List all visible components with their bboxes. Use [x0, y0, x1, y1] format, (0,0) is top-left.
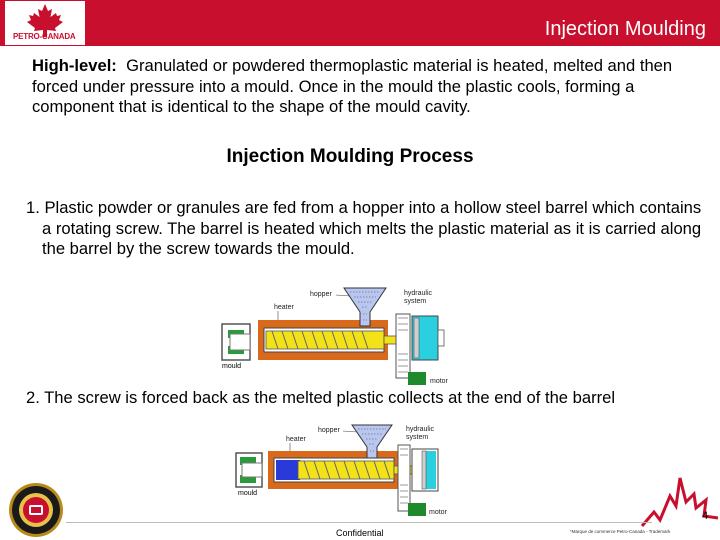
hydraulic-fluid [424, 451, 436, 489]
step-1-text: 1. Plastic powder or granules are fed fr… [26, 198, 702, 258]
injection-diagram-1: mould heater hopper hydraulic system mot… [221, 287, 449, 385]
maple-leaf-icon [27, 4, 63, 37]
hopper [351, 424, 393, 459]
motor [408, 503, 426, 516]
footer-divider [66, 522, 652, 523]
header-bar: PETRO-CANADA Injection Moulding [0, 0, 720, 46]
header-title: Injection Moulding [544, 18, 706, 40]
hydraulic-label-1: hydraulic [406, 426, 435, 433]
heater-label: heater [274, 304, 295, 311]
mould-label: mould [238, 490, 257, 497]
intro-label: High-level: [32, 56, 117, 75]
intro-text: Granulated or powdered thermoplastic mat… [32, 56, 673, 116]
mould-label: mould [222, 363, 241, 370]
hopper-pointer [335, 294, 351, 297]
hydraulic-label-2: system [406, 434, 428, 441]
hydraulic-piston [413, 317, 420, 359]
melted-plastic [276, 460, 302, 480]
petro-canada-logo: PETRO-CANADA [5, 1, 85, 45]
hydraulic-piston [421, 450, 427, 490]
footer-confidential: Confidential [336, 528, 384, 538]
heater-label: heater [286, 436, 307, 443]
process-title: Injection Moulding Process [226, 146, 474, 167]
hydraulic-label-1: hydraulic [404, 290, 433, 297]
motor [408, 372, 426, 385]
footer-trademark: *Marque de commerce Petro-Canada - Trade… [570, 529, 671, 534]
maple-leaf-outline-icon [640, 477, 719, 527]
logo-text: PETRO-CANADA [13, 32, 76, 41]
mould-block [221, 323, 251, 361]
motor-label: motor [429, 509, 448, 516]
hopper-pointer [342, 430, 358, 433]
hopper [343, 287, 387, 327]
motor-label: motor [430, 378, 449, 385]
gearbox [397, 444, 411, 512]
screw [265, 330, 403, 350]
safety-badge-icon [9, 483, 63, 537]
hydraulic-label-2: system [404, 298, 426, 305]
hopper-label: hopper [310, 291, 332, 298]
step-2-text: 2. The screw is forced back as the melte… [26, 388, 616, 407]
page-number: 4 [702, 510, 709, 522]
mould-block [235, 452, 263, 488]
hopper-label: hopper [318, 427, 340, 434]
intro-paragraph: High-level: Granulated or powdered therm… [32, 56, 692, 118]
injection-diagram-2: mould heater hopper hydraulic system mot… [235, 424, 448, 516]
